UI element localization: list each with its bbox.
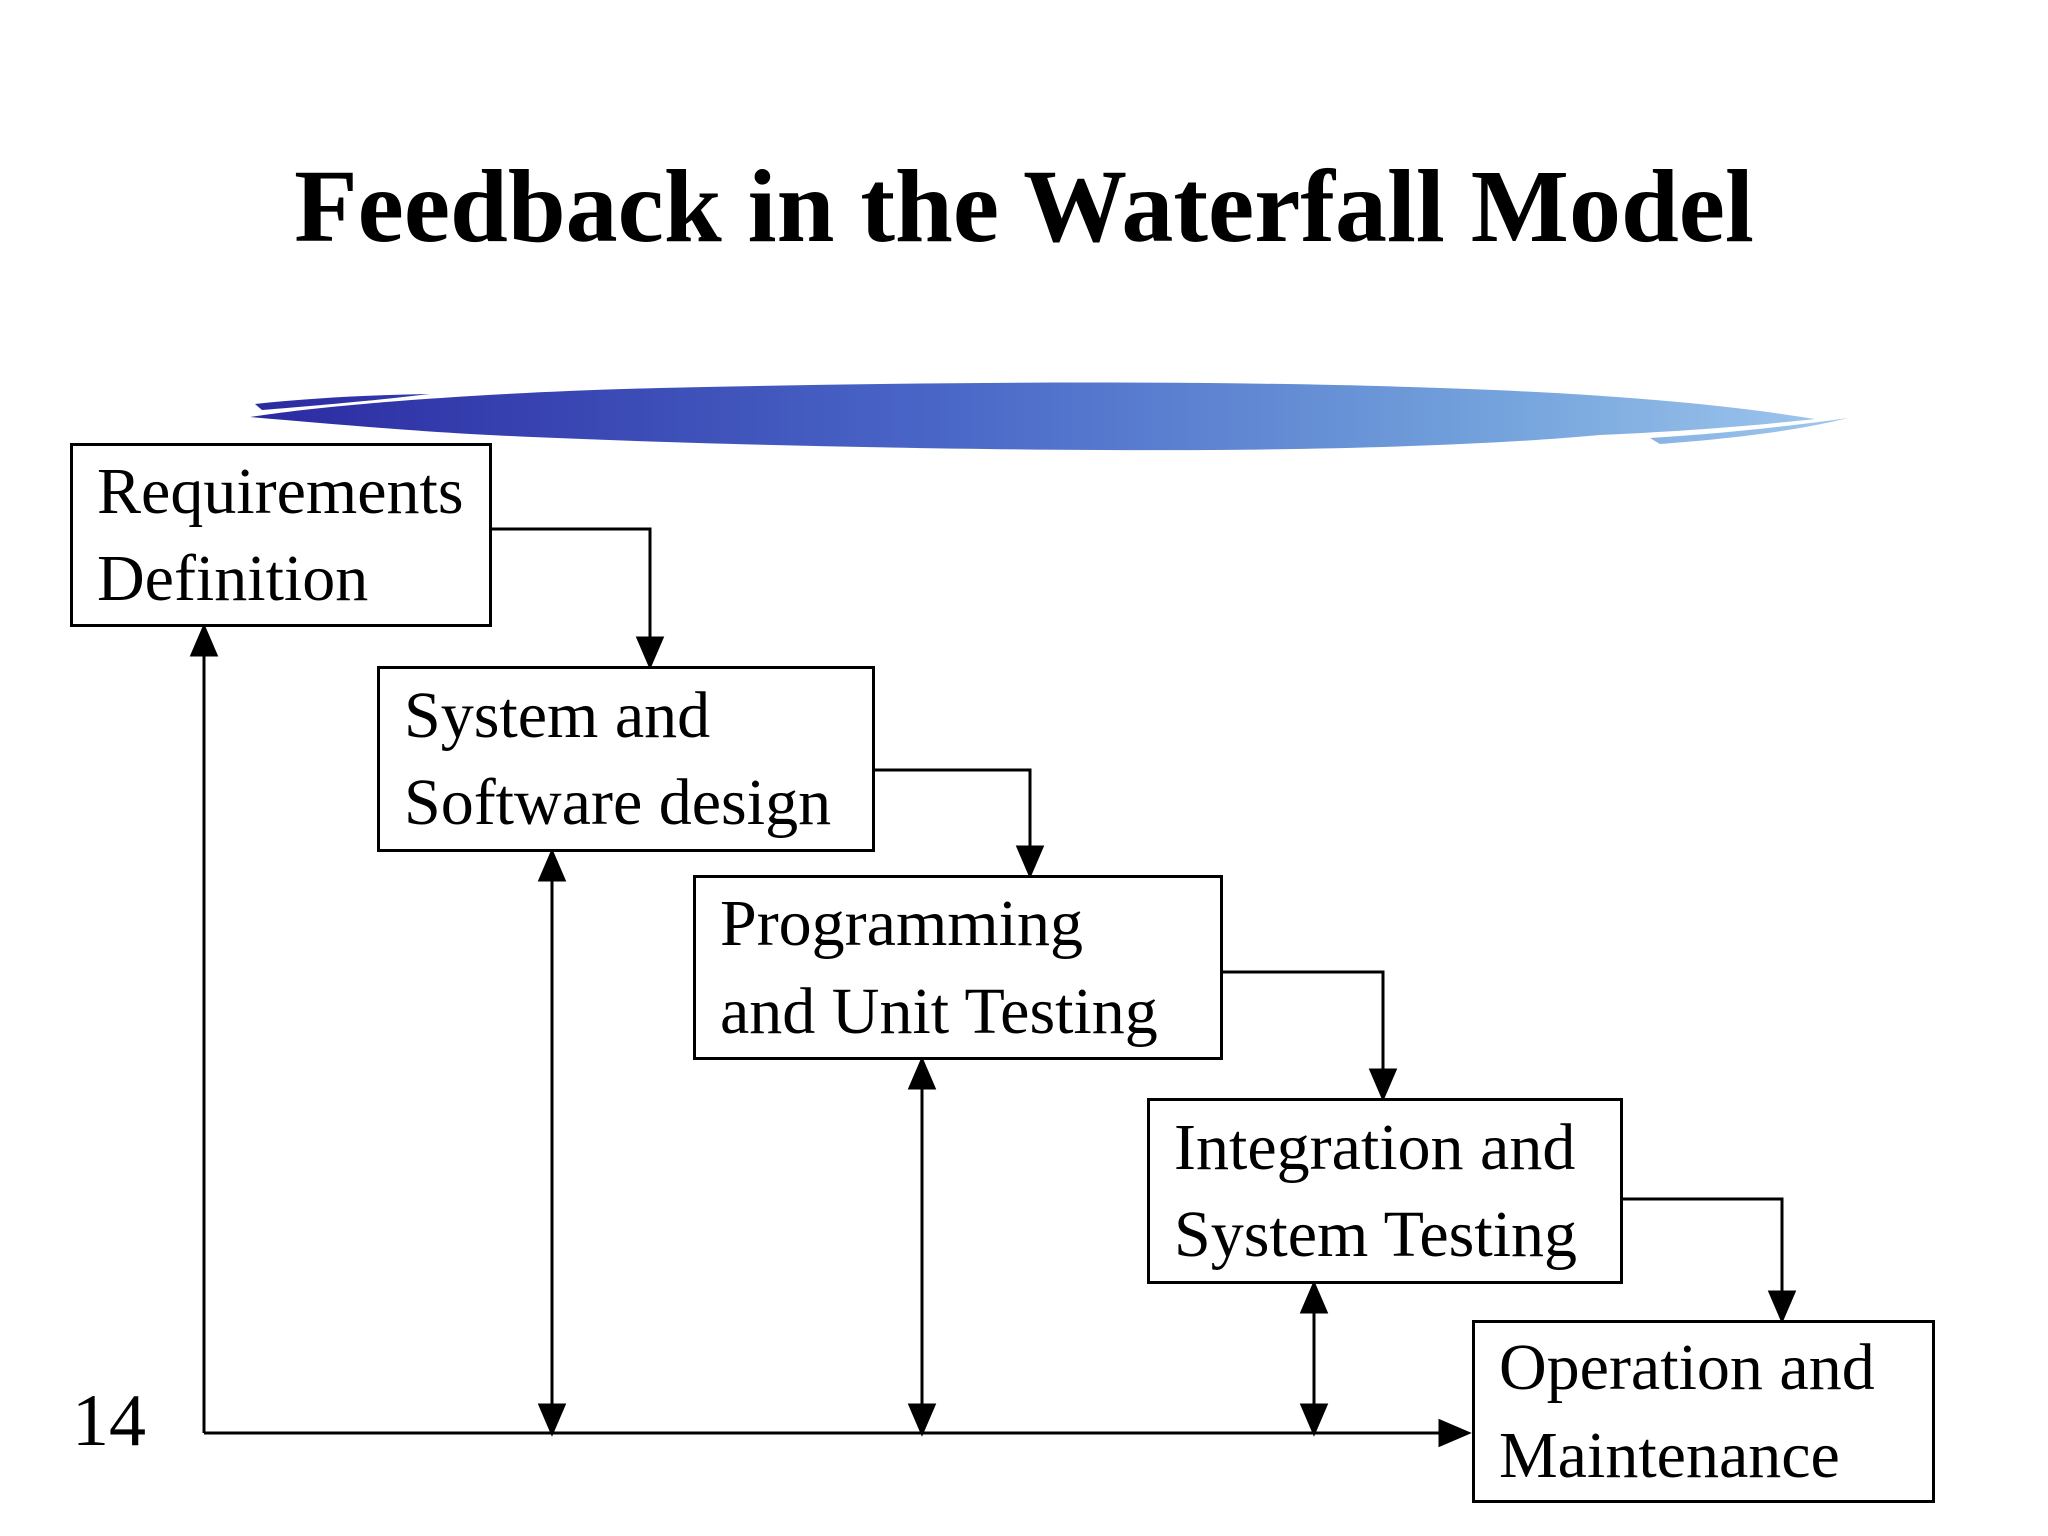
stage-box-operation-maintenance: Operation and Maintenance — [1472, 1320, 1935, 1503]
stage-label-line: Definition — [97, 542, 369, 615]
stage-label-line: Integration and — [1174, 1110, 1576, 1184]
feedback-lines — [189, 623, 1472, 1448]
stage-label-line: Maintenance — [1499, 1418, 1840, 1492]
page-number: 14 — [72, 1380, 146, 1462]
stage-box-programming-unit-testing: Programming and Unit Testing — [693, 875, 1223, 1060]
swoosh-brush-detail-right — [1650, 418, 1848, 444]
arrowhead-up-into-programming — [907, 1056, 937, 1090]
stage-label-line: System Testing — [1174, 1198, 1578, 1271]
connector-design-to-programming — [875, 768, 1032, 849]
arrowhead-down-from-design — [537, 1403, 567, 1437]
stage-label-line: Software design — [404, 766, 832, 839]
stage-label-line: Requirements — [97, 454, 464, 528]
stage-label-line: System and — [404, 678, 711, 752]
stage-box-integration-system-testing: Integration and System Testing — [1147, 1098, 1623, 1284]
swoosh-underline — [250, 382, 1848, 451]
connector-programming-to-integration — [1223, 970, 1385, 1072]
arrowhead-into-design — [635, 636, 665, 670]
stage-label-line: Operation and — [1499, 1331, 1875, 1405]
slide-title: Feedback in the Waterfall Model — [294, 149, 1754, 264]
arrowhead-into-programming — [1015, 845, 1045, 879]
swoosh-brush-detail-left — [255, 394, 430, 410]
arrowhead-up-into-requirements — [189, 623, 219, 657]
swoosh-body — [250, 382, 1815, 451]
connector-integration-to-operation — [1623, 1197, 1784, 1294]
stage-box-requirements-definition: Requirements Definition — [70, 443, 492, 627]
stage-label-line: and Unit Testing — [720, 974, 1158, 1048]
arrowhead-into-integration — [1368, 1068, 1398, 1102]
flow-connectors — [492, 527, 1797, 1324]
arrowhead-down-from-integration — [1299, 1403, 1329, 1437]
stage-label-line: Programming — [720, 887, 1083, 961]
stage-box-system-software-design: System and Software design — [377, 666, 875, 852]
arrowhead-up-into-design — [537, 848, 567, 882]
connector-requirements-to-design — [492, 527, 652, 640]
arrowhead-into-operation-top — [1767, 1290, 1797, 1324]
arrowhead-into-operation-left — [1438, 1418, 1472, 1448]
arrowhead-up-into-integration — [1299, 1280, 1329, 1314]
arrowhead-down-from-programming — [907, 1403, 937, 1437]
